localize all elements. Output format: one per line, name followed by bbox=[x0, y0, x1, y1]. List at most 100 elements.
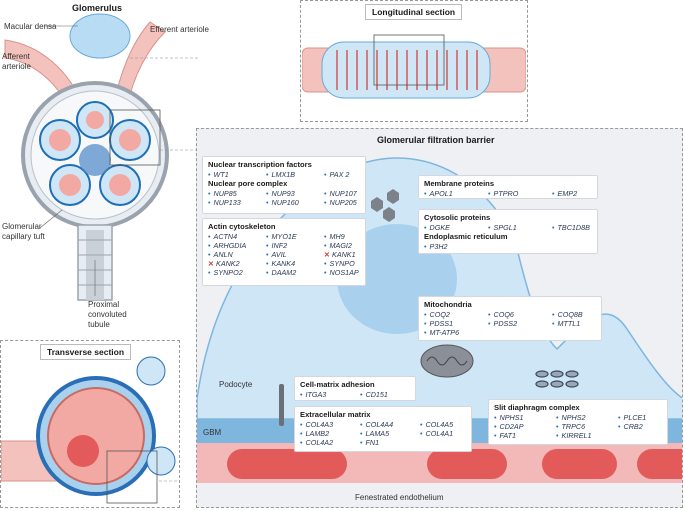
podocyte-label: Podocyte bbox=[219, 380, 253, 389]
membrane-gene-box: Membrane proteins •APOL1 •PTPRO •EMP2 bbox=[418, 175, 598, 199]
gene-item: •COL4A1 bbox=[420, 429, 454, 438]
actin-title: Actin cytoskeleton bbox=[208, 222, 276, 231]
gene-item: •NPHS2 bbox=[556, 413, 586, 422]
gene-item: •DAAM2 bbox=[266, 268, 297, 277]
bullet-icon: • bbox=[208, 232, 211, 241]
gene-item: •MH9 bbox=[324, 232, 345, 241]
gene-item: •CRB2 bbox=[618, 422, 643, 431]
gene-item: •FAT1 bbox=[494, 431, 517, 440]
x-mark-icon: ✕ bbox=[324, 250, 331, 259]
cytosolic-title: Cytosolic proteins bbox=[424, 213, 491, 222]
gene-item: •NUP205 bbox=[324, 198, 357, 207]
bullet-icon: • bbox=[266, 250, 269, 259]
gene-item: •P3H2 bbox=[424, 242, 448, 251]
macula-densa-shape bbox=[69, 13, 131, 59]
ecm-gene-box: Extracellular matrix •COL4A3 •COL4A4 •CO… bbox=[294, 406, 472, 452]
gene-item: •PDSS1 bbox=[424, 319, 454, 328]
gene-item: •ANLN bbox=[208, 250, 233, 259]
bullet-icon: • bbox=[324, 259, 327, 268]
membrane-title: Membrane proteins bbox=[424, 179, 495, 188]
integrin-post bbox=[279, 384, 284, 426]
nuclear-gene-box: Nuclear transcription factors •WT1 •LMX1… bbox=[202, 156, 366, 214]
glomerulus-illustration bbox=[4, 13, 200, 301]
gene-item: •COL4A2 bbox=[300, 438, 334, 447]
efferent-arteriole-label: Efferent arteriole bbox=[150, 25, 209, 34]
gene-item: •MTTL1 bbox=[552, 319, 581, 328]
gene-item: •LAMB2 bbox=[300, 429, 330, 438]
gene-item: •PLCE1 bbox=[618, 413, 647, 422]
slit-title: Slit diaphragm complex bbox=[494, 403, 580, 412]
bullet-icon: • bbox=[266, 241, 269, 250]
gene-item: •COQ8B bbox=[552, 310, 583, 319]
x-mark-icon: ✕ bbox=[208, 259, 215, 268]
gene-item: •TRPC6 bbox=[556, 422, 586, 431]
gene-item: •DGKE bbox=[424, 223, 450, 232]
gene-item: •COQ6 bbox=[488, 310, 514, 319]
gene-item: •SPGL1 bbox=[488, 223, 517, 232]
bullet-icon: • bbox=[208, 250, 211, 259]
gene-item: •APOL1 bbox=[424, 189, 453, 198]
gene-item: •NUP133 bbox=[208, 198, 241, 207]
gene-item: •COQ2 bbox=[424, 310, 450, 319]
gene-item: •AVIL bbox=[266, 250, 287, 259]
gene-item: ✕KANK1 bbox=[324, 250, 356, 259]
longitudinal-section-panel bbox=[300, 0, 528, 122]
gene-item: ✕KANK2 bbox=[208, 259, 240, 268]
gene-item: •WT1 bbox=[208, 170, 229, 179]
slit-diaphragm-shape bbox=[535, 370, 579, 388]
capillary-tuft-label: Glomerular capillary tuft bbox=[2, 222, 45, 241]
gene-item: •KIRREL1 bbox=[556, 431, 592, 440]
gene-item: •MT-ATP6 bbox=[424, 328, 460, 337]
glomerulus-title: Glomerulus bbox=[72, 3, 123, 13]
cytosolic-gene-box: Cytosolic proteins •DGKE •SPGL1 •TBC1D8B… bbox=[418, 209, 598, 254]
gene-item: •TBC1D8B bbox=[552, 223, 590, 232]
adhesion-title: Cell-matrix adhesion bbox=[300, 380, 375, 389]
afferent-arteriole-label: Afferent arteriole bbox=[2, 52, 31, 71]
adhesion-gene-box: Cell-matrix adhesion •ITGA3 •CD151 bbox=[294, 376, 416, 401]
zoom-box bbox=[109, 109, 161, 166]
gene-item: •COL4A3 bbox=[300, 420, 334, 429]
longitudinal-section-illustration bbox=[302, 34, 526, 99]
nuclear-tf-title: Nuclear transcription factors bbox=[208, 160, 312, 169]
gene-item: •LMX1B bbox=[266, 170, 296, 179]
gene-item: •SYNPO bbox=[324, 259, 355, 268]
bullet-icon: • bbox=[324, 241, 327, 250]
gene-item: •MAGI2 bbox=[324, 241, 352, 250]
mitochondria-gene-box: Mitochondria •COQ2 •COQ6 •COQ8B •PDSS1 •… bbox=[418, 296, 602, 341]
transverse-section-panel bbox=[0, 340, 180, 508]
longitudinal-section-title: Longitudinal section bbox=[365, 4, 463, 20]
gene-item: •FN1 bbox=[360, 438, 380, 447]
bullet-icon: • bbox=[266, 232, 269, 241]
hexagon-molecules bbox=[371, 189, 399, 222]
gene-item: •ITGA3 bbox=[300, 390, 327, 399]
filtration-barrier-title: Glomerular filtration barrier bbox=[377, 135, 495, 145]
gene-item: •NUP93 bbox=[266, 189, 295, 198]
transverse-section-title: Transverse section bbox=[40, 344, 132, 360]
macula-densa-label: Macular densa bbox=[4, 22, 57, 31]
gene-item: •COL4A5 bbox=[420, 420, 454, 429]
gene-item: •INF2 bbox=[266, 241, 288, 250]
gene-item: •NUP160 bbox=[266, 198, 299, 207]
nuclear-pore-title: Nuclear pore complex bbox=[208, 179, 288, 188]
actin-gene-box: Actin cytoskeleton •ACTN4•MYO1E•MH9•ARHG… bbox=[202, 218, 366, 286]
gene-item: •SYNPO2 bbox=[208, 268, 243, 277]
gene-item: •NPHS1 bbox=[494, 413, 524, 422]
gene-item: •KANK4 bbox=[266, 259, 296, 268]
bullet-icon: • bbox=[266, 268, 269, 277]
bullet-icon: • bbox=[324, 232, 327, 241]
gene-item: •COL4A4 bbox=[360, 420, 394, 429]
proximal-tubule-label: Proximal convoluted tubule bbox=[88, 300, 127, 329]
gene-item: •PAX 2 bbox=[324, 170, 350, 179]
gene-item: •PTPRO bbox=[488, 189, 519, 198]
capillary-tuft-shape bbox=[39, 101, 151, 206]
slit-gene-box: Slit diaphragm complex •NPHS1 •NPHS2 •PL… bbox=[488, 399, 668, 445]
gene-item: •CD151 bbox=[360, 390, 388, 399]
actin-gene-grid: •ACTN4•MYO1E•MH9•ARHGDIA•INF2•MAGI2•ANLN… bbox=[208, 232, 360, 277]
gene-item: •NOS1AP bbox=[324, 268, 359, 277]
er-title: Endoplasmic reticulum bbox=[424, 232, 508, 241]
transverse-section-illustration bbox=[1, 356, 179, 504]
endothelium-label: Fenestrated endothelium bbox=[355, 493, 444, 502]
bullet-icon: • bbox=[266, 259, 269, 268]
ecm-title: Extracellular matrix bbox=[300, 410, 371, 419]
gene-item: •NUP85 bbox=[208, 189, 237, 198]
